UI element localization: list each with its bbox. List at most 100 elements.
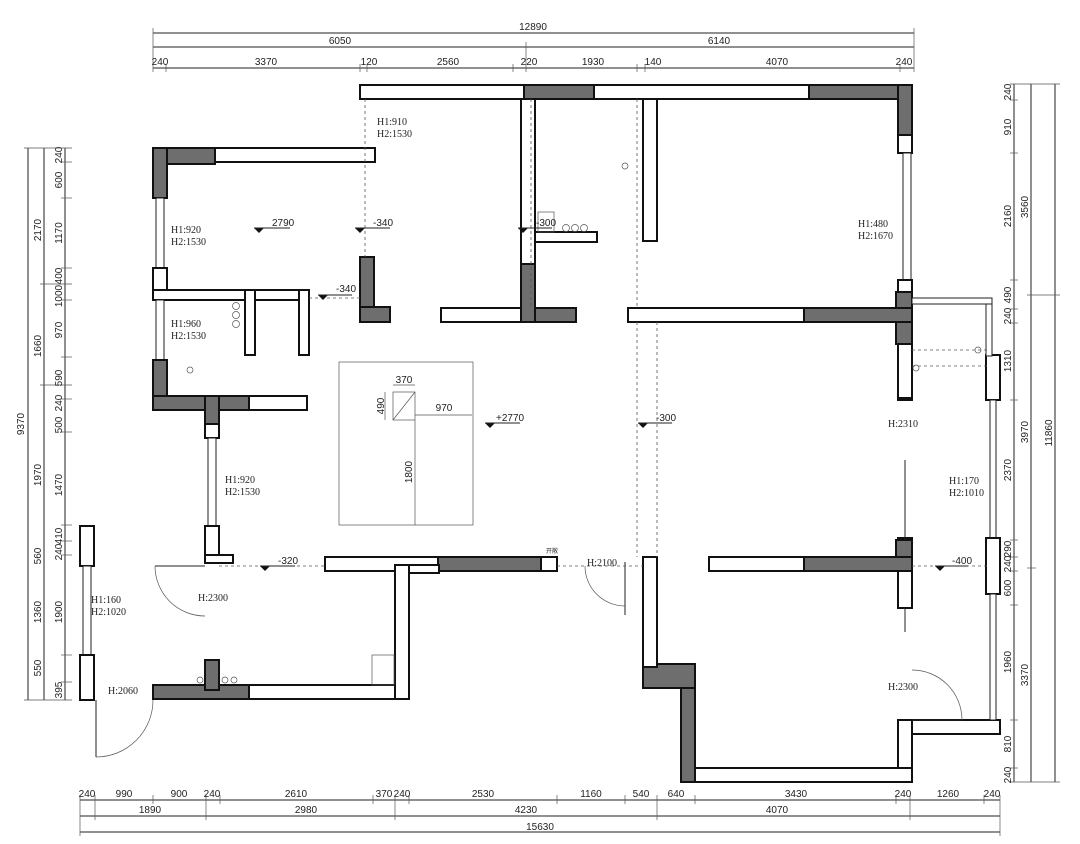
dim-left-mid-3: 1970 [33, 463, 44, 486]
left-dimension-chains: 9370 2170 1660 1970 240 600 1170 400 100… [16, 146, 72, 701]
dim-left-detail-2: 600 [54, 171, 65, 188]
window-c-h1: H1:910 [377, 117, 407, 128]
dim-top-detail-5: 220 [521, 57, 538, 68]
right-dimension-chains: 240 910 2160 490 240 1310 2370 290 240 6… [1003, 83, 1060, 783]
dim-left-detail-3: 1170 [54, 222, 65, 244]
dim-right-detail-1: 240 [1003, 83, 1014, 100]
dim-right-detail-6: 1310 [1003, 349, 1014, 372]
window-b-h2: H2:1530 [171, 331, 206, 342]
dim-bottom-mid-4: 4070 [766, 805, 789, 816]
door-h2100: H:2100 [587, 558, 617, 569]
level-2770: +2770 [496, 413, 525, 424]
fixtures [186, 162, 982, 686]
window-c-h2: H2:1530 [377, 129, 412, 140]
dim-left-mid-1: 2170 [33, 218, 44, 241]
center-island: 370 490 970 1800 [338, 361, 474, 526]
dim-bottom-detail-9: 1160 [580, 789, 602, 800]
dim-left-detail-9: 500 [54, 416, 65, 433]
window-e-h1: H1:920 [225, 475, 255, 486]
door-h2300-b: H:2300 [888, 682, 918, 693]
level-300-a: -300 [536, 218, 556, 229]
level-340-b: -340 [336, 284, 356, 295]
dim-top-detail-7: 140 [645, 57, 662, 68]
dim-left-detail-10: 1470 [54, 473, 65, 496]
window-b-h1: H1:960 [171, 319, 201, 330]
dim-left-detail-4: 400 [54, 267, 65, 284]
height-annotations: H1:920 H2:1530 H1:960 H2:1530 H1:910 H2:… [91, 117, 984, 697]
dim-top-detail-1: 240 [152, 57, 169, 68]
window-d-h2: H2:1670 [858, 231, 893, 242]
door-h2310: H:2310 [888, 419, 918, 430]
level-markers: 2790 -340 -340 -300 +2770 -300 -320 -400 [254, 218, 972, 571]
bottom-dimension-chains: 240 990 900 240 2610 370 240 2530 1160 5… [79, 789, 1001, 836]
window-a-h1: H1:920 [171, 225, 201, 236]
dim-bottom-detail-5: 2610 [285, 789, 308, 800]
dim-right-mid-3: 3370 [1020, 663, 1031, 686]
dim-right-detail-7: 2370 [1003, 458, 1014, 481]
level-400: -400 [952, 556, 972, 567]
dim-bottom-detail-10: 540 [633, 789, 650, 800]
walls [79, 84, 1001, 783]
dim-top-detail-2: 3370 [255, 57, 278, 68]
dim-left-detail-8: 240 [54, 394, 65, 411]
dim-right-detail-12: 810 [1003, 735, 1014, 752]
dim-top-detail-8: 4070 [766, 57, 789, 68]
dim-right-overall: 11860 [1044, 419, 1055, 447]
dim-left-detail-15: 1360 [33, 600, 44, 623]
dim-right-detail-4: 490 [1003, 286, 1014, 303]
dim-top-detail-3: 120 [361, 57, 378, 68]
dim-right-detail-8: 290 [1003, 540, 1014, 557]
door-h2060: H:2060 [108, 686, 138, 697]
dim-bottom-detail-11: 640 [668, 789, 685, 800]
dim-left-detail-17: 395 [54, 681, 65, 698]
window-e-h2: H2:1530 [225, 487, 260, 498]
window-d-h1: H1:480 [858, 219, 888, 230]
dim-bottom-detail-1: 240 [79, 789, 96, 800]
dim-bottom-mid-3: 4230 [515, 805, 538, 816]
threshold-dashes [219, 99, 990, 567]
dim-right-detail-9: 240 [1003, 555, 1014, 572]
dim-top-detail-9: 240 [896, 57, 913, 68]
window-f-h1: H1:160 [91, 595, 121, 606]
dim-left-detail-7: 590 [54, 369, 65, 386]
window-a-h2: H2:1530 [171, 237, 206, 248]
dim-right-mid-2: 3970 [1020, 420, 1031, 443]
dim-right-detail-10: 600 [1003, 579, 1014, 596]
dim-bottom-detail-4: 240 [204, 789, 221, 800]
carpet-outline [338, 361, 474, 526]
dim-top-mid-1: 6050 [329, 36, 352, 47]
dim-left-detail-14: 1900 [54, 600, 65, 623]
door-h2300-a: H:2300 [198, 593, 228, 604]
dim-bottom-detail-6: 370 [376, 789, 393, 800]
top-dimension-chains: 12890 6050 6140 240 3370 120 2560 220 19… [152, 22, 915, 72]
dim-bottom-detail-2: 990 [116, 789, 133, 800]
window-g-h1: H1:170 [949, 476, 979, 487]
dim-top-detail-6: 1930 [582, 57, 605, 68]
dim-left-overall: 9370 [16, 412, 27, 435]
level-300-b: -300 [656, 413, 676, 424]
window-f-h2: H2:1020 [91, 607, 126, 618]
dim-left-detail-16: 550 [33, 659, 44, 676]
dim-top-detail-4: 2560 [437, 57, 460, 68]
dim-right-detail-11: 1960 [1003, 650, 1014, 673]
dim-left-detail-12: 240 [54, 543, 65, 560]
island-dim-1: 370 [396, 375, 413, 386]
island-dim-2: 490 [376, 397, 387, 414]
dim-right-detail-13: 240 [1003, 766, 1014, 783]
dim-bottom-detail-3: 900 [171, 789, 188, 800]
dim-bottom-mid-1: 1890 [139, 805, 162, 816]
dim-left-detail-11: 410 [54, 527, 65, 544]
dim-right-detail-2: 910 [1003, 118, 1014, 135]
dim-bottom-mid-2: 2980 [295, 805, 318, 816]
dim-left-detail-13: 560 [33, 547, 44, 564]
dim-right-detail-3: 2160 [1003, 204, 1014, 227]
dim-bottom-detail-13: 240 [895, 789, 912, 800]
dim-bottom-detail-12: 3430 [785, 789, 808, 800]
dim-bottom-detail-15: 240 [984, 789, 1001, 800]
level-340-a: -340 [373, 218, 393, 229]
column-box [392, 391, 416, 421]
level-320: -320 [278, 556, 298, 567]
dim-left-detail-5: 1000 [54, 284, 65, 307]
dim-bottom-detail-14: 1260 [937, 789, 960, 800]
